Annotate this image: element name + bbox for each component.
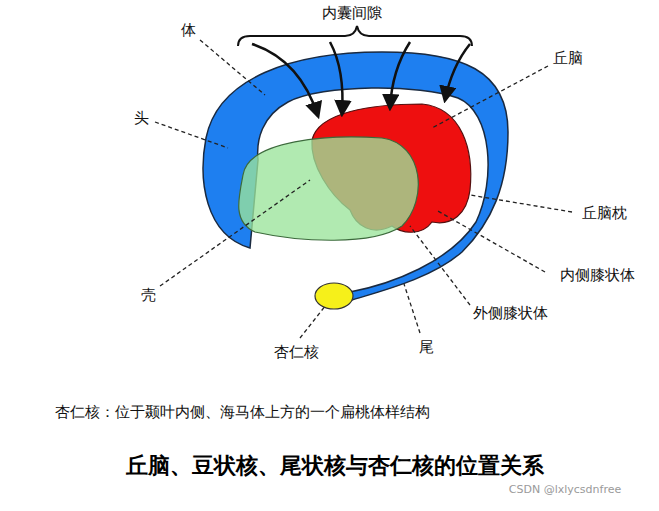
putamen (239, 137, 419, 240)
part-label: 杏仁核 (274, 343, 319, 361)
amygdala (315, 283, 353, 309)
part-label: 外侧膝状体 (473, 304, 548, 322)
leader-lines (155, 40, 572, 338)
brace (238, 26, 472, 46)
part-label: 头 (134, 109, 149, 127)
part-label: 体 (181, 21, 196, 39)
caudate-nucleus (203, 52, 508, 300)
part-label: 尾 (419, 338, 434, 356)
part-label: 壳 (141, 286, 156, 304)
watermark: CSDN @lxlycsdnfree (509, 483, 621, 496)
gap-arrows (252, 42, 470, 116)
diagram-title: 丘脑、豆状核、尾状核与杏仁核的位置关系 (126, 451, 544, 481)
gap-label: 内囊间隙 (322, 4, 382, 22)
part-label: 内侧膝状体 (560, 266, 635, 284)
note: 杏仁核：位于颞叶内侧、海马体上方的一个扁桃体样结构 (55, 403, 430, 421)
part-label: 丘脑 (553, 49, 583, 67)
part-label: 丘脑枕 (582, 204, 627, 222)
